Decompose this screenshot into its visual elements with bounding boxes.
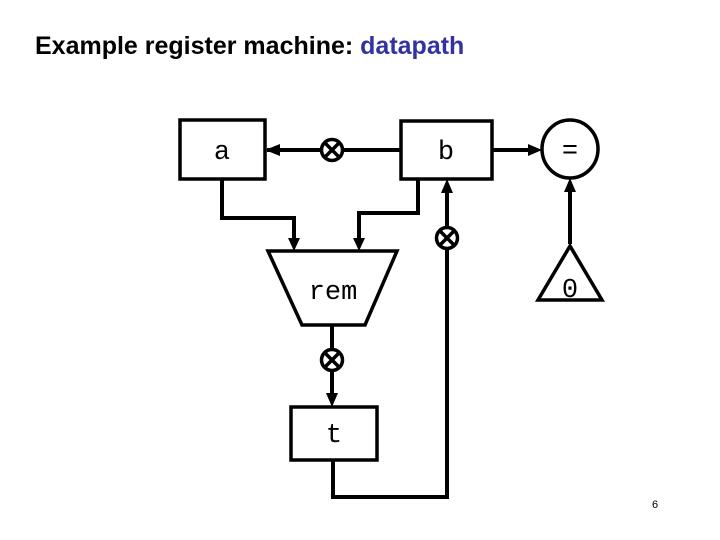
register-t-label: t: [326, 421, 342, 451]
arrowhead-into-rem-left: [288, 238, 300, 251]
slide-title-text: Example register machine:: [35, 32, 361, 60]
button-t-from-rem-icon: [319, 347, 345, 373]
register-b-box: [399, 119, 494, 181]
operation-rem-trapezoid: [265, 249, 400, 327]
wire-t-to-b: [331, 192, 449, 499]
test-eq-label: =: [562, 137, 578, 167]
button-a-from-b-icon: [319, 137, 345, 163]
arrowhead-into-rem-right: [353, 238, 365, 251]
register-b-label: b: [438, 138, 454, 168]
wire-a-to-rem: [220, 179, 296, 240]
wire-b-to-rem: [357, 178, 420, 240]
button-b-from-t-icon: [434, 225, 460, 251]
register-a: a: [178, 118, 267, 181]
register-t-box: [289, 405, 379, 462]
constant-zero-triangle: [534, 242, 606, 302]
slide-title: Example register machine: datapath: [35, 32, 464, 61]
register-a-label: a: [214, 138, 230, 168]
arrowhead-into-a: [265, 144, 280, 156]
wires: [220, 144, 576, 499]
constant-zero: 0: [534, 242, 606, 306]
arrowhead-into-b: [441, 179, 453, 193]
constant-zero-label: 0: [562, 276, 578, 306]
register-a-box: [178, 118, 267, 181]
test-eq-circle: [540, 118, 600, 180]
arrowhead-into-eq-bottom: [564, 178, 576, 192]
register-b: b: [399, 119, 494, 181]
slide-title-highlight: datapath: [360, 32, 465, 60]
register-t: t: [289, 405, 379, 462]
operation-rem-label: rem: [309, 278, 358, 308]
operation-rem: rem: [265, 249, 400, 327]
arrowhead-into-eq: [528, 144, 542, 156]
page-number: 6: [652, 499, 659, 511]
test-eq: =: [540, 118, 600, 180]
arrowhead-into-t: [326, 393, 338, 407]
